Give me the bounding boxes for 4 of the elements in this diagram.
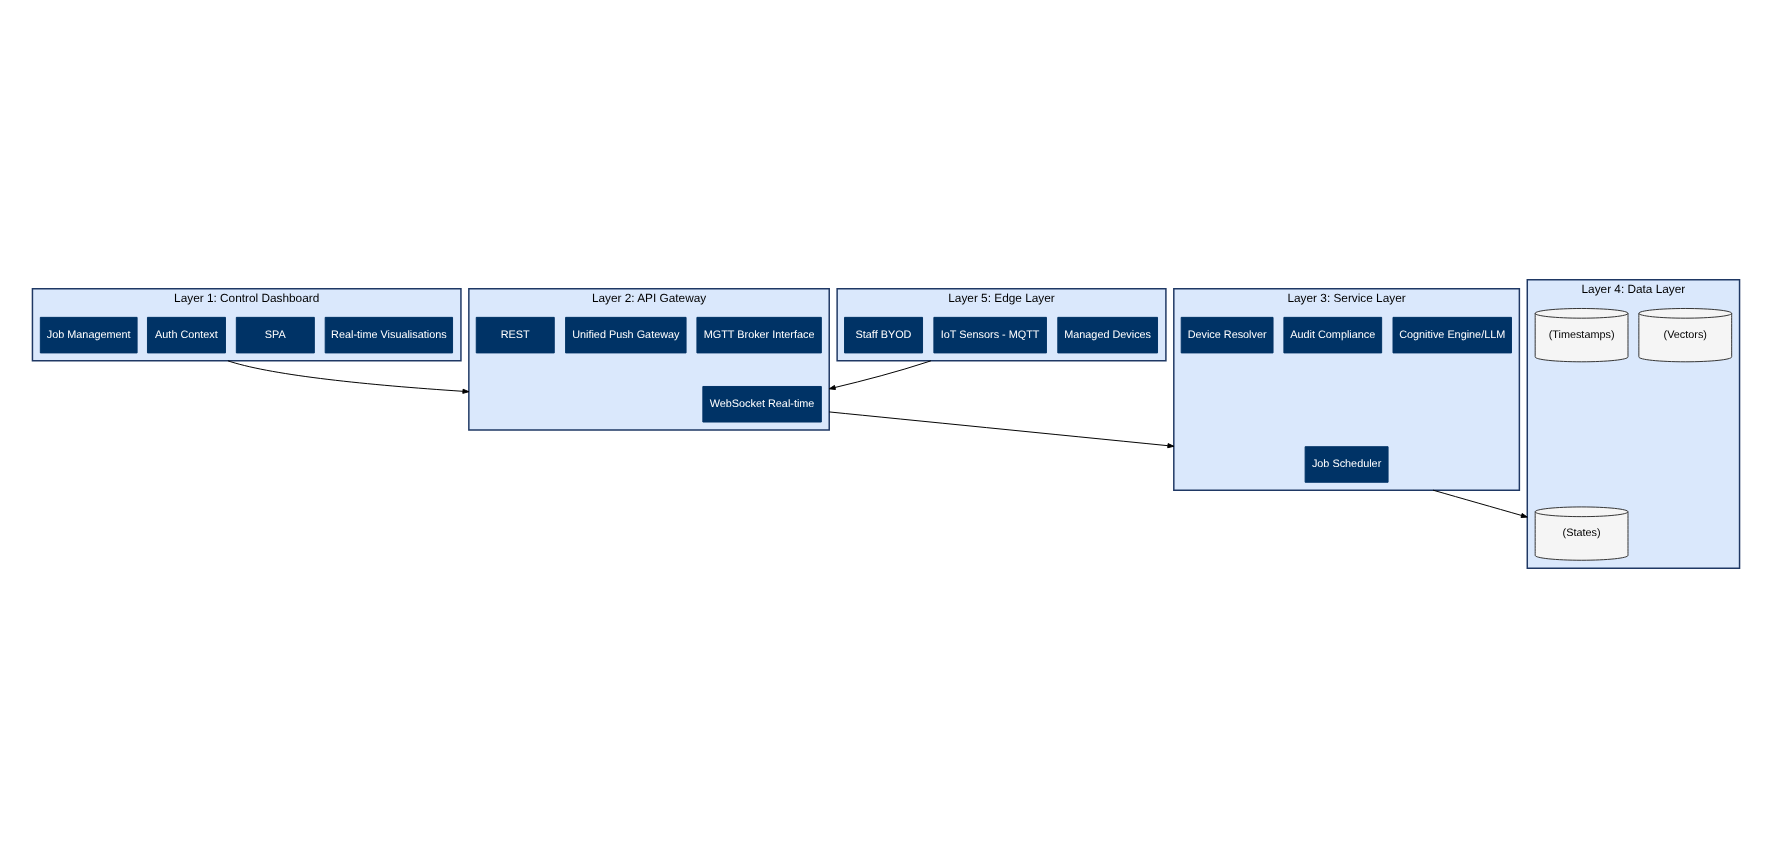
arrow (227, 360, 470, 394)
arrow (828, 360, 932, 390)
arrow (1432, 489, 1528, 518)
arrow (828, 411, 1175, 449)
